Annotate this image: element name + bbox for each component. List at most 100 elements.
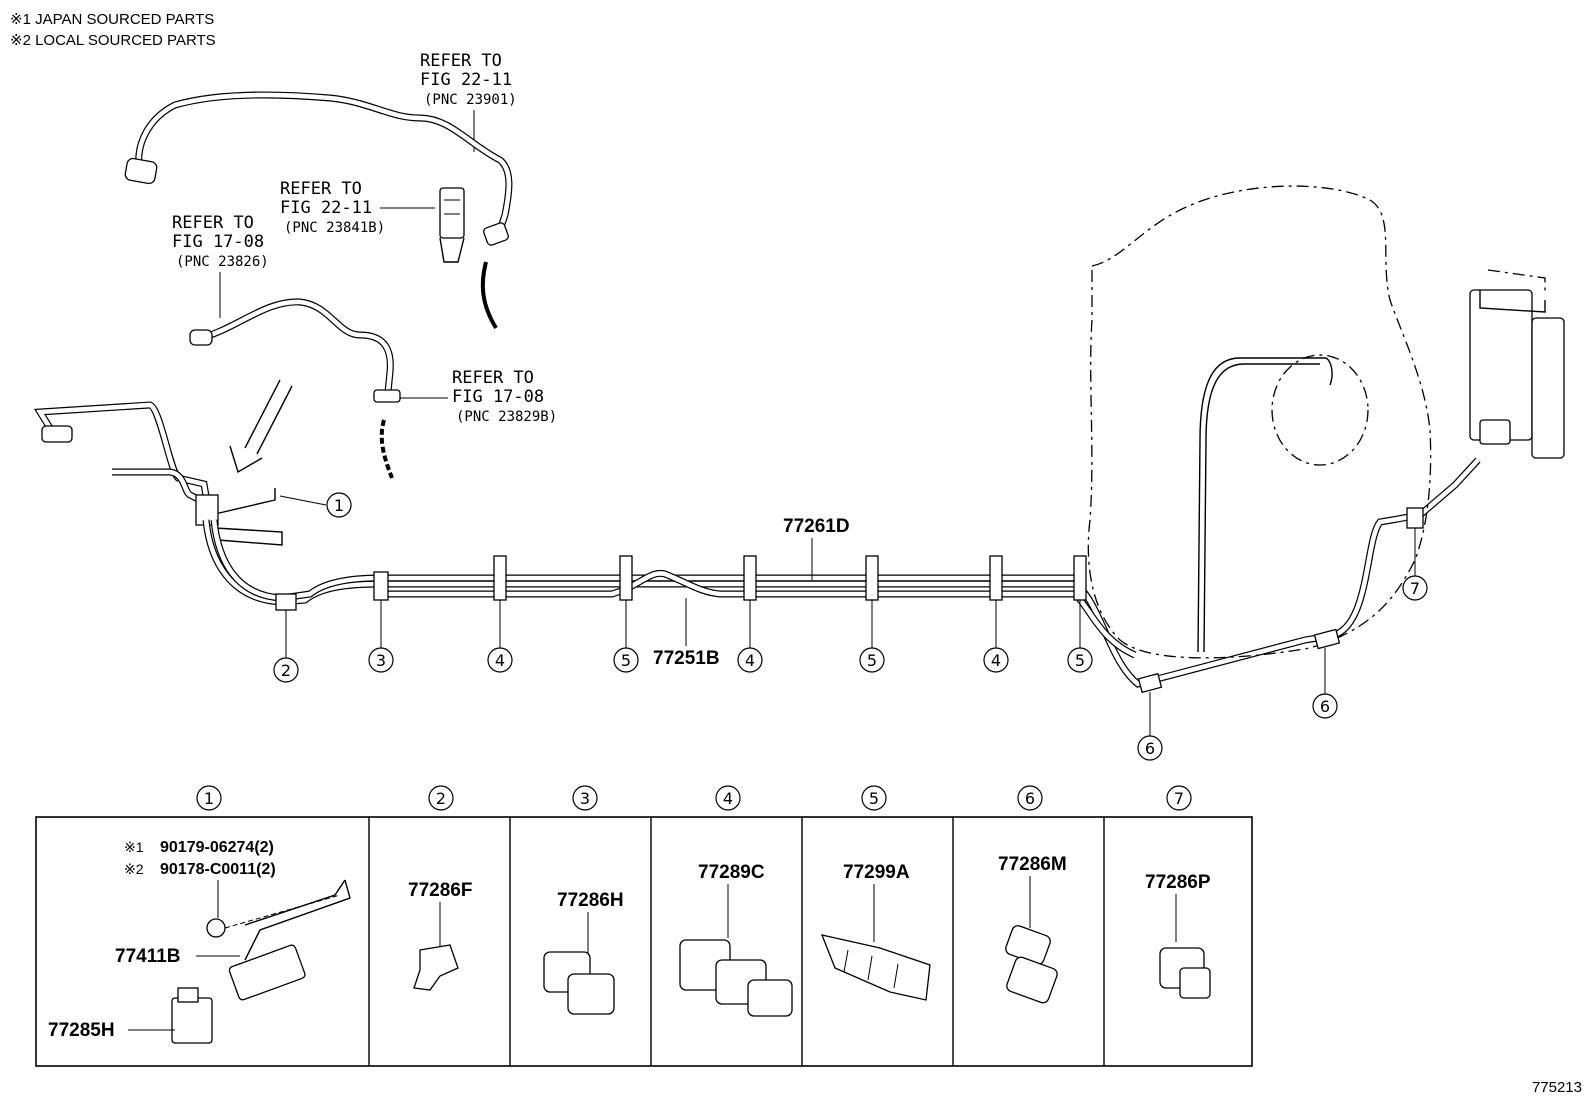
panel-5-content: 77299A <box>820 862 931 1001</box>
note-local-sourced: ※2 LOCAL SOURCED PARTS <box>10 32 216 49</box>
ref-line2: FIG 22-11 <box>420 70 512 90</box>
callout-6: 6 <box>1137 735 1163 761</box>
part-77299a: 77299A <box>843 862 910 883</box>
clip-6b <box>1313 628 1341 650</box>
svg-text:3: 3 <box>376 651 386 670</box>
panel-6-header: 6 <box>1017 785 1043 811</box>
callout-6: 6 <box>1312 693 1338 719</box>
panel-4-header: 4 <box>715 785 741 811</box>
clip-5b <box>865 555 879 601</box>
fastener-2-part: 90178-C0011(2) <box>160 861 276 878</box>
ref-line1: REFER TO <box>420 51 502 71</box>
clip-2 <box>275 593 297 611</box>
svg-text:4: 4 <box>991 651 1001 670</box>
callout-5: 5 <box>613 647 639 673</box>
svg-text:2: 2 <box>281 661 291 680</box>
callout-5: 5 <box>859 647 885 673</box>
clip-6a <box>1137 672 1163 694</box>
part-77286p: 77286P <box>1145 872 1211 893</box>
reference-pnc-23829b: REFER TO FIG 17-08 (PNC 23829B) <box>400 368 557 425</box>
callout-4: 4 <box>487 647 513 673</box>
svg-text:4: 4 <box>745 651 755 670</box>
ref-tube-23901 <box>124 91 513 246</box>
ref-line1: REFER TO <box>280 179 362 199</box>
svg-text:7: 7 <box>1174 789 1184 808</box>
part-77286m: 77286M <box>998 854 1067 875</box>
parts-table <box>35 816 1253 1067</box>
panel-4-content: 77289C <box>679 862 793 1017</box>
svg-text:5: 5 <box>1075 651 1085 670</box>
callout-1: 1 <box>326 492 352 518</box>
callout-leaders <box>279 495 1416 736</box>
svg-text:4: 4 <box>723 789 733 808</box>
label-77251b: 77251B <box>653 648 720 669</box>
part-77289c: 77289C <box>698 862 765 883</box>
panel-2-header: 2 <box>428 785 454 811</box>
fastener-1-mark: ※1 <box>124 839 144 855</box>
fuel-tank-outline <box>1087 185 1432 659</box>
clip-4c <box>989 555 1003 601</box>
callout-7: 7 <box>1402 575 1428 601</box>
svg-text:3: 3 <box>580 789 590 808</box>
ref-hose-23826 <box>189 298 394 393</box>
ref-line2: FIG 17-08 <box>172 232 264 252</box>
fastener-2-mark: ※2 <box>124 861 144 877</box>
svg-text:1: 1 <box>204 789 214 808</box>
fastener-1-part: 90179-06274(2) <box>160 839 274 856</box>
charcoal-canister <box>1469 269 1565 459</box>
panel-3-header: 3 <box>572 785 598 811</box>
callout-4: 4 <box>737 647 763 673</box>
ref-line2: FIG 22-11 <box>280 198 372 218</box>
ref-line2: FIG 17-08 <box>452 387 544 407</box>
reference-pnc-23901: REFER TO FIG 22-11 (PNC 23901) <box>420 51 517 152</box>
ref-line3: (PNC 23841B) <box>284 220 385 236</box>
panel-5-header: 5 <box>861 785 887 811</box>
panel-3-content: 77286H <box>543 890 624 1015</box>
svg-text:5: 5 <box>867 651 877 670</box>
part-77286f: 77286F <box>408 880 472 901</box>
panel-2-content: 77286F <box>408 880 472 991</box>
direction-arrow <box>229 379 293 474</box>
panel-6-content: 77286M <box>998 854 1067 1004</box>
clamp-23829b <box>373 389 401 479</box>
figure-id: 775213 <box>1532 1079 1582 1096</box>
svg-text:6: 6 <box>1025 789 1035 808</box>
svg-text:7: 7 <box>1410 579 1420 598</box>
svg-text:6: 6 <box>1320 697 1330 716</box>
callout-5: 5 <box>1067 647 1093 673</box>
part-77285h: 77285H <box>48 1020 115 1041</box>
svg-text:5: 5 <box>869 789 879 808</box>
ref-line1: REFER TO <box>172 213 254 233</box>
ref-line3: (PNC 23826) <box>176 254 269 270</box>
main-fuel-pipes <box>202 457 1481 688</box>
reference-pnc-23826: REFER TO FIG 17-08 (PNC 23826) <box>172 213 269 318</box>
panel-1-header: 1 <box>196 785 222 811</box>
part-77286h: 77286H <box>557 890 624 911</box>
label-77261d: 77261D <box>783 516 850 537</box>
connector-23841b <box>439 187 465 263</box>
clip-3 <box>373 571 389 601</box>
clip-7 <box>1406 507 1424 529</box>
clip-5a <box>619 555 633 601</box>
panel-1-content: ※1 90179-06274(2) ※2 90178-C0011(2) 7741… <box>48 839 351 1044</box>
svg-text:6: 6 <box>1145 739 1155 758</box>
note-japan-sourced: ※1 JAPAN SOURCED PARTS <box>10 11 214 28</box>
reference-pnc-23841b: REFER TO FIG 22-11 (PNC 23841B) <box>280 179 435 236</box>
ref-line1: REFER TO <box>452 368 534 388</box>
callout-3: 3 <box>368 647 394 673</box>
panel-7-content: 77286P <box>1145 872 1211 999</box>
callout-4: 4 <box>983 647 1009 673</box>
clip-4b <box>743 555 757 601</box>
hose-stub <box>480 261 498 330</box>
svg-text:2: 2 <box>436 789 446 808</box>
part-77411b: 77411B <box>115 946 181 967</box>
clip-5c <box>1073 555 1087 601</box>
ref-line3: (PNC 23829B) <box>456 409 557 425</box>
panel-7-header: 7 <box>1166 785 1192 811</box>
engine-side-pipes <box>33 401 214 522</box>
svg-text:5: 5 <box>621 651 631 670</box>
svg-text:1: 1 <box>334 496 344 515</box>
svg-text:4: 4 <box>495 651 505 670</box>
callout-2: 2 <box>273 657 299 683</box>
